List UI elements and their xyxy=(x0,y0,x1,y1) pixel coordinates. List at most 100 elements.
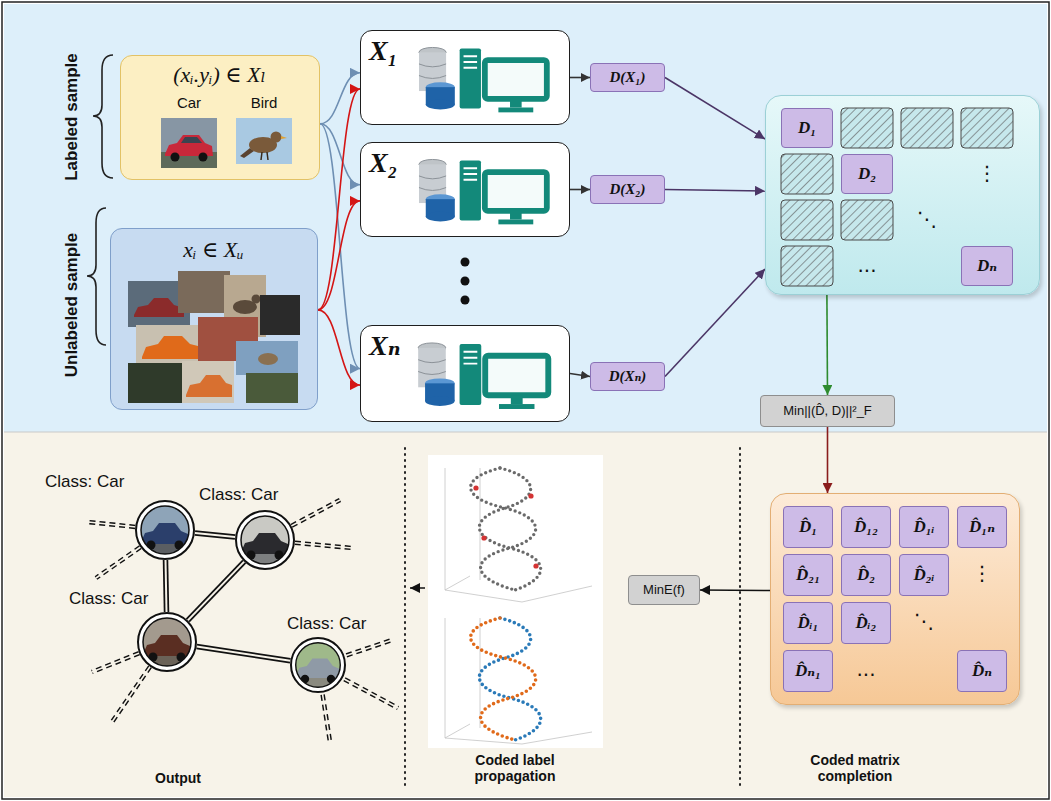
section-separator xyxy=(405,448,740,790)
labeled-sample-box: (xᵢ.yᵢ) ∈ Xₗ Car Bird xyxy=(120,55,320,180)
graph-node: Class: Car xyxy=(135,500,195,560)
worker-node: X₂ xyxy=(360,142,570,237)
node-label: D(X₂) xyxy=(609,181,645,198)
worker-node: Xₙ xyxy=(360,325,570,422)
node-label: X₁ xyxy=(369,35,419,67)
node-label: D̂₂ xyxy=(857,565,875,585)
section-label: Coded label propagation xyxy=(455,752,575,784)
embedding-plot xyxy=(428,455,603,748)
node-label: D̂₂ᵢ xyxy=(913,565,934,585)
matrix-block: D̂ₙ₁ xyxy=(783,650,833,692)
objective-box: Min||(D̂, D)||²_F xyxy=(760,395,895,427)
arrow-connector xyxy=(665,78,765,140)
arrow-connector xyxy=(570,77,590,79)
group-label: Unlabeled sample xyxy=(62,233,82,378)
arrow-connector xyxy=(665,190,765,192)
matrix-block: D₁ xyxy=(781,108,833,148)
arrow-connector xyxy=(318,201,360,310)
node-label: D̂₁ₙ xyxy=(969,517,995,537)
node-label: D̂₁₂ xyxy=(854,517,878,537)
node-label: D̂ₙ₁ xyxy=(795,661,821,681)
car-thumbnail xyxy=(292,639,344,691)
node-label: D₁ xyxy=(798,118,816,138)
class-label: Class: Car xyxy=(199,485,278,505)
matrix-block: Dₙ xyxy=(961,246,1013,286)
ellipsis-dots xyxy=(461,258,470,305)
node-label: D̂ₙ xyxy=(972,661,992,681)
encoded-data-box: D(X₁) xyxy=(590,63,665,92)
node-label: D̂₁ᵢ xyxy=(913,517,934,537)
coded-matrix: ⋮ ⋱... D₁ D₂ Dₙ xyxy=(765,95,1040,295)
node-label: ... xyxy=(841,658,891,681)
matrix-block: D̂₂ xyxy=(841,554,891,596)
arrow-connector xyxy=(570,374,590,377)
arrow-connector xyxy=(700,589,770,591)
node-label: MinE(f) xyxy=(643,583,685,598)
worker-node: X₁ xyxy=(360,30,570,125)
matrix-block: D̂ₙ xyxy=(957,650,1007,692)
car-thumbnail xyxy=(139,614,195,670)
node-label: X₂ xyxy=(369,147,419,179)
node-label: ⋱ xyxy=(901,208,953,231)
arrow-connector xyxy=(570,189,590,191)
node-label: D̂ᵢ₁ xyxy=(797,613,818,633)
arrow-connector xyxy=(318,310,360,385)
matrix-block: D̂₁ₙ xyxy=(957,506,1007,548)
image-collage xyxy=(128,271,300,403)
graph-outgoing-edges xyxy=(88,500,398,742)
matrix-block: D̂₁ xyxy=(783,506,833,548)
graph-edge xyxy=(197,647,291,661)
graph-edge xyxy=(188,562,244,621)
node-label: ... xyxy=(841,254,893,277)
graph-edge xyxy=(166,560,167,612)
graph-node: Class: Car xyxy=(137,612,197,672)
node-label: Min||(D̂, D)||²_F xyxy=(783,404,872,419)
node-label: (xᵢ.yᵢ) ∈ Xₗ xyxy=(121,62,318,87)
graph-edge xyxy=(195,533,235,537)
node-label: D̂₁ xyxy=(799,517,817,537)
bird-image xyxy=(236,118,292,164)
matrix-block: D̂₂ᵢ xyxy=(899,554,949,596)
top-panel xyxy=(4,4,1047,432)
arrow-connector xyxy=(320,73,360,124)
section-label: Output xyxy=(128,770,228,786)
node-label: Car xyxy=(161,94,217,111)
node-label: ⋮ xyxy=(961,162,1013,185)
brace xyxy=(87,208,106,345)
graph-node: Class: Car xyxy=(290,637,346,693)
objective-box: MinE(f) xyxy=(628,575,700,605)
completed-matrix: ⋮ ⋱... D̂₁ D̂₁₂ D̂₁ᵢ D̂₁ₙD̂₂₁ D̂₂ D̂₂ᵢD̂ᵢ₁ D̂ᵢ₂ D… xyxy=(770,493,1020,705)
brace xyxy=(93,55,113,178)
node-label: Bird xyxy=(236,94,292,111)
group-label: Labeled sample xyxy=(62,53,82,181)
car-image xyxy=(161,118,217,168)
class-label: Class: Car xyxy=(69,589,148,609)
bottom-panel xyxy=(4,432,1047,797)
arrow-connector xyxy=(665,269,765,377)
class-label: Class: Car xyxy=(45,472,124,492)
node-label: Dₙ xyxy=(977,256,997,276)
arrow-connector xyxy=(827,427,829,493)
encoded-data-box: D(Xₙ) xyxy=(590,362,665,391)
arrow-connector xyxy=(318,89,360,310)
node-label: D₂ xyxy=(858,164,876,184)
car-thumbnail xyxy=(137,502,193,558)
matrix-block: D̂₂₁ xyxy=(783,554,833,596)
node-label: D(X₁) xyxy=(609,69,645,86)
class-label: Class: Car xyxy=(287,614,366,634)
encoded-data-box: D(X₂) xyxy=(590,175,665,204)
arrow-connector xyxy=(826,295,828,395)
matrix-block: D̂ᵢ₂ xyxy=(841,602,891,644)
matrix-block: D̂₁₂ xyxy=(841,506,891,548)
car-thumbnail xyxy=(237,512,293,568)
output-arrow xyxy=(410,587,425,589)
node-label: xᵢ ∈ Xᵤ xyxy=(111,237,316,262)
matrix-block: D̂₁ᵢ xyxy=(899,506,949,548)
graph-node: Class: Car xyxy=(235,510,295,570)
node-label: ⋱ xyxy=(899,610,949,633)
node-label: D̂ᵢ₂ xyxy=(855,613,876,633)
node-label: ⋮ xyxy=(957,562,1007,585)
node-label: D(Xₙ) xyxy=(609,368,647,385)
section-label: Coded matrix completion xyxy=(795,752,915,784)
